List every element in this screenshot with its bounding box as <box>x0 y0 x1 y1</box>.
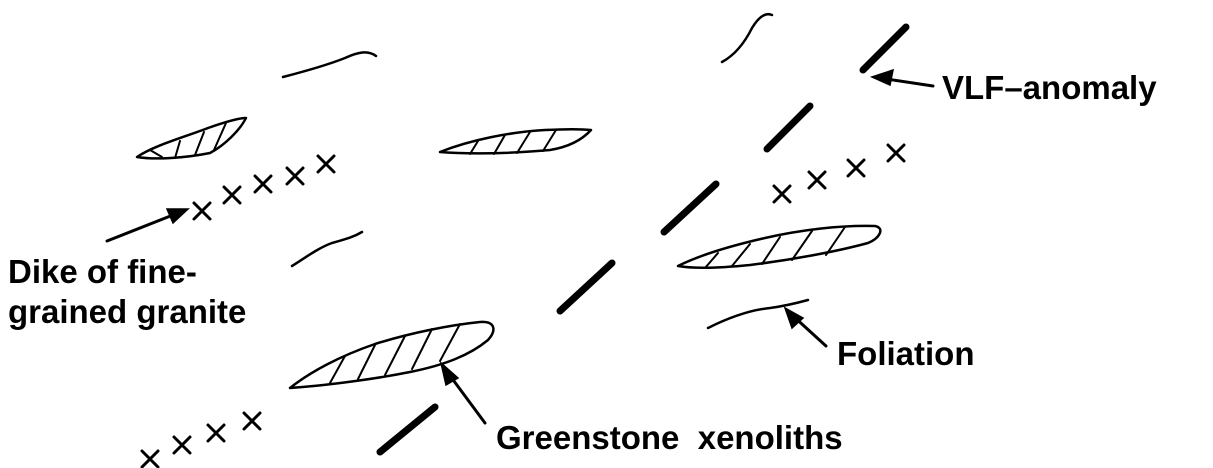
foliation-line <box>292 232 362 266</box>
label-arrows <box>107 70 933 423</box>
foliation-line <box>283 52 376 77</box>
cross-mark <box>287 168 303 184</box>
cross-mark <box>774 186 790 202</box>
dike-label-line2: grained granite <box>8 293 246 330</box>
cross-mark <box>194 203 210 219</box>
foliation-arrow <box>785 308 826 346</box>
cross-mark <box>208 425 224 441</box>
xenolith <box>137 118 246 158</box>
greenstone-xenoliths-label: Greenstone xenoliths <box>496 419 843 456</box>
cross-mark <box>809 172 825 188</box>
xenolith <box>678 226 880 268</box>
cross-mark <box>318 156 334 172</box>
cross-mark <box>142 451 158 467</box>
foliation-line <box>722 14 772 62</box>
vlf-anomaly-segment <box>664 184 716 232</box>
dike-arrow <box>107 209 188 241</box>
vlf-anomaly-segment <box>560 263 612 311</box>
vlf-anomaly-segment <box>380 407 435 452</box>
vlf-anomaly-segment <box>767 106 810 149</box>
cross-mark <box>174 437 190 453</box>
greenstone-arrow <box>441 363 485 423</box>
xenolith <box>290 322 493 388</box>
cross-mark <box>888 145 904 161</box>
cross-mark <box>244 413 260 429</box>
vlf-anomaly-arrow <box>872 70 933 86</box>
dike-label-line1: Dike of fine- <box>8 253 197 290</box>
cross-mark <box>224 187 240 203</box>
cross-mark <box>255 176 271 192</box>
foliation-lines <box>283 14 808 328</box>
xenolith <box>440 129 591 154</box>
cross-mark <box>848 160 864 176</box>
foliation-label: Foliation <box>837 335 974 372</box>
vlf-anomaly-segment <box>863 27 906 70</box>
vlf-anomaly-label: VLF–anomaly <box>942 69 1157 106</box>
greenstone-xenoliths <box>137 118 880 388</box>
